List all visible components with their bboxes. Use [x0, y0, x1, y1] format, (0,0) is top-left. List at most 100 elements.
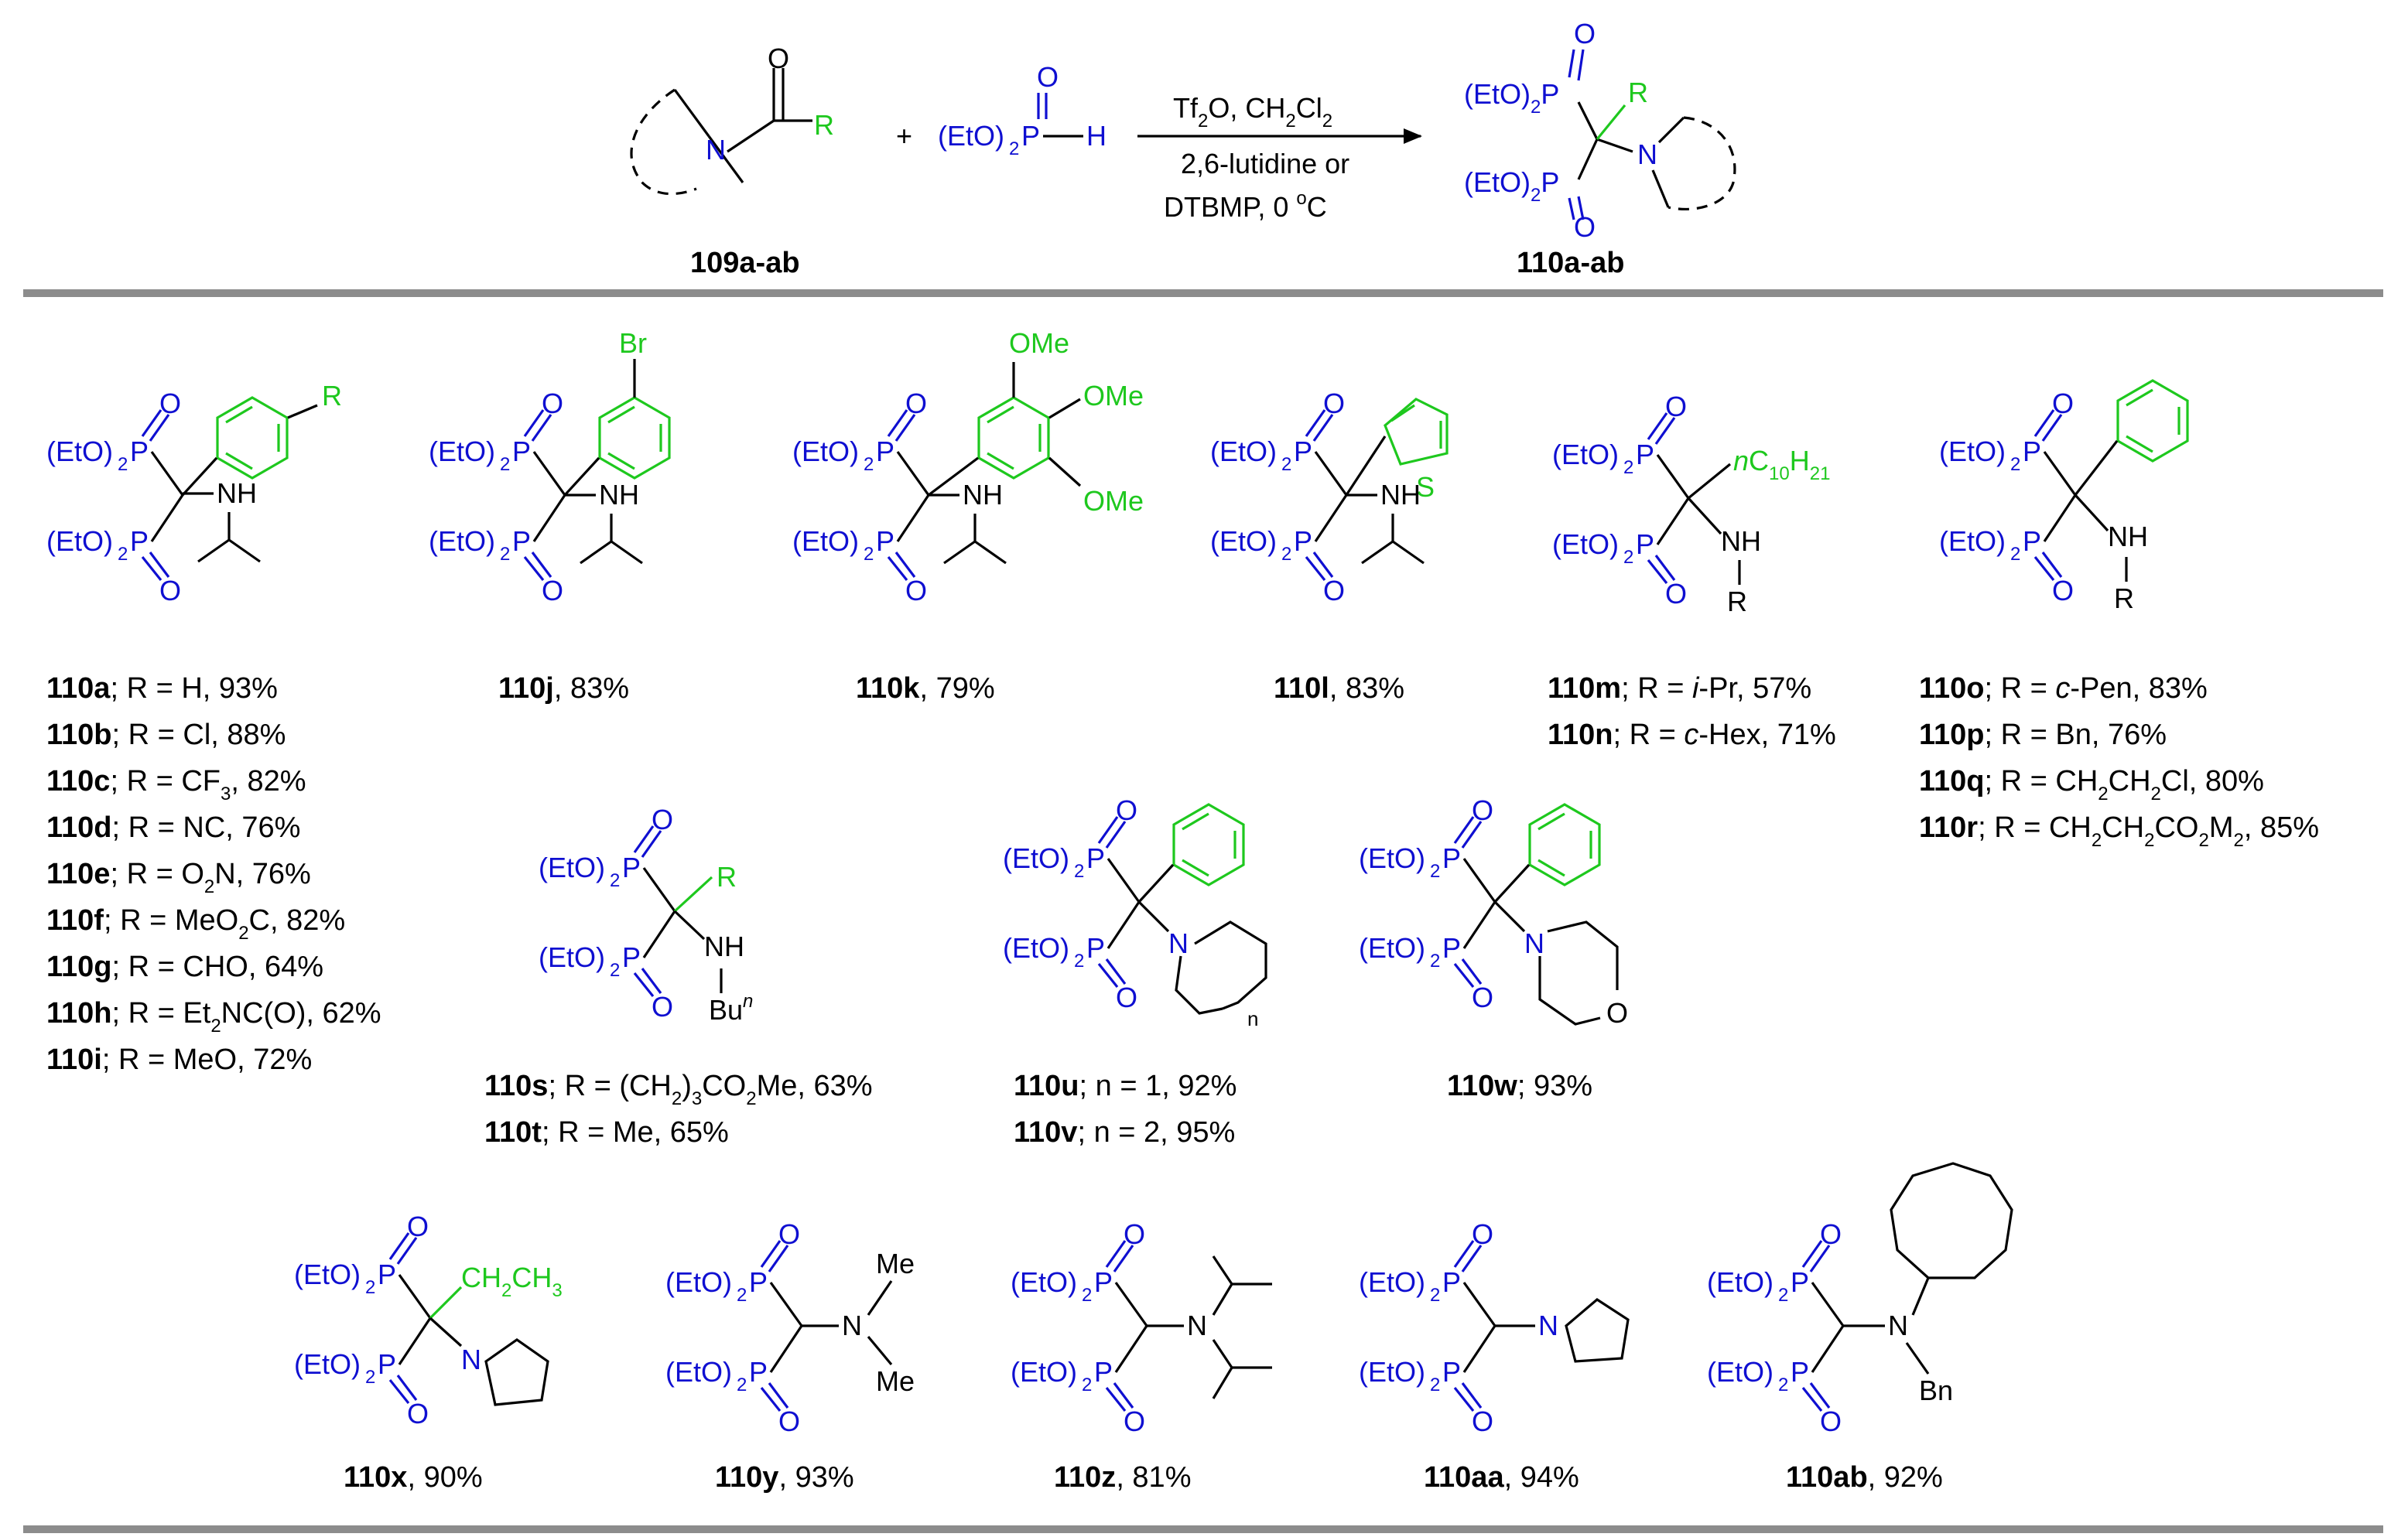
label-110f: 110f; R = MeO2C, 82%	[46, 904, 345, 944]
svg-text:R: R	[2114, 582, 2134, 614]
divider-bottom	[23, 1525, 2383, 1533]
svg-text:Tf2O, CH2Cl2: Tf2O, CH2Cl2	[1173, 92, 1332, 131]
svg-text:N: N	[1168, 927, 1189, 959]
reaction-conditions: Tf2O, CH2Cl2 2,6-lutidine or DTBMP, 0 oC	[1164, 92, 1349, 223]
divider-top	[23, 289, 2383, 297]
svg-text:R: R	[1628, 77, 1648, 108]
structure-110ab: N Bn	[1705, 1162, 2013, 1439]
svg-text:N: N	[1524, 927, 1544, 959]
svg-text:O: O	[1606, 997, 1628, 1029]
svg-text:O: O	[1037, 61, 1059, 93]
label-110g: 110g; R = CHO, 64%	[46, 951, 323, 983]
label-110e: 110e; R = O2N, 76%	[46, 858, 311, 897]
label-110w: 110w; 93%	[1447, 1070, 1592, 1102]
svg-text:Me: Me	[876, 1365, 915, 1397]
structure-110m-n: nC10H21 NH R	[1551, 389, 1830, 617]
label-110i: 110i; R = MeO, 72%	[46, 1043, 312, 1076]
label-110c: 110c; R = CF3, 82%	[46, 765, 306, 804]
svg-text:N: N	[1187, 1310, 1207, 1341]
svg-text:NH: NH	[1721, 525, 1761, 557]
svg-text:DTBMP, 0 oC: DTBMP, 0 oC	[1164, 188, 1327, 223]
svg-text:(EtO)2P: (EtO)2P	[1464, 166, 1559, 206]
structure-110u-v: N n	[1001, 793, 1267, 1030]
label-110n: 110n; R = c-Hex, 71%	[1548, 719, 1836, 751]
label-110h: 110h; R = Et2NC(O), 62%	[46, 997, 381, 1037]
amide-N: N	[706, 134, 726, 166]
label-110d: 110d; R = NC, 76%	[46, 811, 300, 844]
svg-text:R: R	[1727, 586, 1747, 617]
structure-110w: N O	[1357, 793, 1628, 1029]
svg-text:N: N	[1888, 1310, 1908, 1341]
label-110b: 110b; R = Cl, 88%	[46, 719, 286, 751]
labels-110s-t: 110s; R = (CH2)3CO2Me, 63% 110t; R = Me, …	[484, 1070, 873, 1149]
svg-text:OMe: OMe	[1083, 380, 1144, 412]
label-110: 110a-ab	[1517, 247, 1624, 279]
svg-text:Br: Br	[619, 327, 647, 359]
label-109: 109a-ab	[690, 247, 800, 279]
label-110j: 110j, 83%	[498, 672, 629, 705]
svg-text:N: N	[1538, 1310, 1558, 1341]
label-110u: 110u; n = 1, 92%	[1014, 1070, 1236, 1102]
svg-text:2,6-lutidine or: 2,6-lutidine or	[1181, 148, 1349, 179]
plus-sign: +	[896, 120, 912, 152]
structure-110a-i: R	[45, 380, 342, 608]
svg-text:O: O	[1574, 18, 1596, 50]
label-110v: 110v; n = 2, 95%	[1014, 1116, 1235, 1149]
structure-110l: S	[1209, 386, 1449, 608]
svg-text:N: N	[461, 1344, 481, 1375]
structure-110s-t: R NH Bun	[537, 802, 753, 1026]
label-110k: 110k, 79%	[856, 672, 995, 705]
label-110ab: 110ab, 92%	[1786, 1461, 1943, 1494]
svg-text:CH2CH3: CH2CH3	[461, 1262, 563, 1301]
svg-text:R: R	[717, 861, 737, 893]
label-110q: 110q; R = CH2CH2Cl, 80%	[1919, 765, 2264, 804]
phosphite-reagent: (EtO) 2 P O H	[938, 61, 1107, 159]
structure-110o-r: NH R	[1938, 379, 2189, 614]
svg-text:OMe: OMe	[1083, 485, 1144, 517]
svg-text:R: R	[322, 380, 342, 412]
label-110x: 110x, 90%	[344, 1461, 483, 1494]
structure-110j: Br	[427, 327, 671, 608]
svg-text:Bn: Bn	[1919, 1375, 1953, 1406]
label-110t: 110t; R = Me, 65%	[484, 1116, 729, 1149]
svg-text:P: P	[1021, 120, 1040, 152]
label-110p: 110p; R = Bn, 76%	[1919, 719, 2167, 751]
svg-text:NH: NH	[704, 931, 744, 962]
label-110m: 110m; R = i-Pr, 57%	[1548, 672, 1811, 705]
structure-110y: N Me Me	[664, 1217, 915, 1439]
label-110a: 110a; R = H, 93%	[46, 672, 278, 705]
label-110l: 110l, 83%	[1274, 672, 1404, 705]
label-110aa: 110aa, 94%	[1424, 1461, 1579, 1494]
labels-110m-n: 110m; R = i-Pr, 57% 110n; R = c-Hex, 71%	[1548, 672, 1836, 751]
product-110-general: (EtO)2P O (EtO)2P O N R	[1464, 18, 1736, 243]
svg-text:O: O	[1574, 211, 1596, 243]
svg-text:H: H	[1086, 120, 1107, 152]
structure-110k: OMe OMe OMe	[791, 327, 1144, 608]
structure-110x: CH2CH3 N	[292, 1209, 563, 1431]
labels-110u-v: 110u; n = 1, 92% 110v; n = 2, 95%	[1014, 1070, 1236, 1149]
svg-text:N: N	[1637, 138, 1657, 170]
svg-text:2: 2	[1009, 138, 1019, 159]
svg-text:Me: Me	[876, 1248, 915, 1279]
label-110s: 110s; R = (CH2)3CO2Me, 63%	[484, 1070, 873, 1109]
label-110z: 110z, 81%	[1054, 1461, 1191, 1494]
svg-text:NH: NH	[2108, 521, 2148, 552]
svg-text:nC10H21: nC10H21	[1733, 445, 1830, 484]
labels-110a-i: 110a; R = H, 93% 110b; R = Cl, 88% 110c; R…	[46, 672, 381, 1076]
structure-110aa: N	[1357, 1217, 1630, 1439]
labels-110o-r: 110o; R = c-Pen, 83% 110p; R = Bn, 76% 110…	[1919, 672, 2319, 851]
label-110y: 110y, 93%	[715, 1461, 854, 1494]
amide-R: R	[814, 109, 834, 141]
structure-110z: N	[1009, 1217, 1272, 1439]
svg-text:(EtO)2P: (EtO)2P	[1464, 78, 1559, 118]
label-110r: 110r; R = CH2CH2CO2M2, 85%	[1919, 811, 2319, 851]
svg-text:N: N	[842, 1310, 862, 1341]
label-110o: 110o; R = c-Pen, 83%	[1919, 672, 2208, 705]
starting-amide-109	[630, 68, 812, 196]
svg-text:Bun: Bun	[709, 991, 753, 1026]
svg-text:(EtO): (EtO)	[938, 120, 1004, 152]
amide-O: O	[768, 43, 789, 74]
svg-text:n: n	[1247, 1007, 1258, 1030]
svg-text:OMe: OMe	[1009, 327, 1069, 359]
